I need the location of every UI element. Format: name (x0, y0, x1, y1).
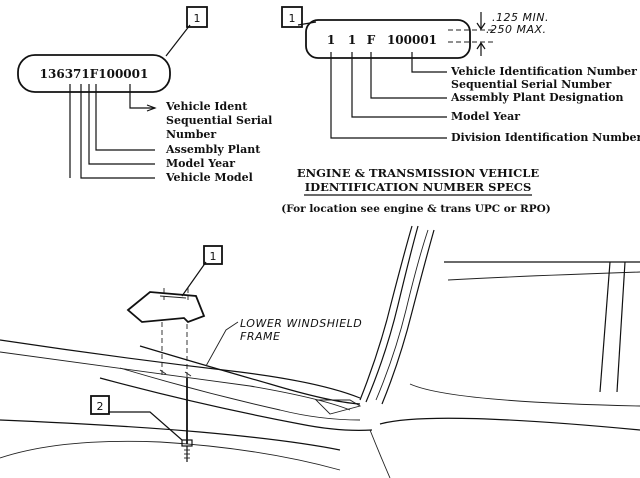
right-plate-outline (305, 19, 471, 59)
left-plate-outline (17, 54, 171, 93)
dimension-min: .125 MIN. (492, 11, 549, 24)
right-label-division: Division Identification Number (451, 131, 640, 144)
part-callout-box (203, 245, 223, 265)
left-label-vehicle-ident: Vehicle Ident (165, 100, 248, 113)
right-callout-number: 1 (289, 12, 296, 25)
left-vin-plate: 1 136371F100001 Vehicle Ident Sequential… (17, 6, 272, 184)
right-code-digit-year: 1 (348, 33, 356, 47)
left-plate-code: 136371F100001 (40, 67, 149, 81)
frame-label-line-2: FRAME (240, 330, 280, 343)
right-label-model-year: Model Year (451, 110, 520, 123)
part-callout-number: 1 (210, 250, 217, 263)
right-label-assembly: Assembly Plant Designation (450, 91, 623, 104)
fastener-callout-number: 2 (97, 400, 104, 413)
dimension-max: .250 MAX. (486, 23, 547, 36)
heading-note: (For location see engine & trans UPC or … (281, 203, 550, 215)
left-label-sequential-serial: Sequential Serial (166, 114, 272, 127)
fastener-part (181, 378, 193, 462)
left-callout-number: 1 (194, 12, 201, 25)
lower-windshield-view: 1 LOWER WINDSHIELD FRAME 2 (0, 225, 640, 478)
vin-tag-part (126, 291, 206, 324)
left-label-model-year: Model Year (166, 157, 235, 170)
heading-line-1: ENGINE & TRANSMISSION VEHICLE (297, 166, 540, 180)
left-label-vehicle-model: Vehicle Model (165, 171, 253, 184)
left-label-assembly-plant: Assembly Plant (165, 143, 261, 156)
right-code-digit-division: 1 (327, 33, 335, 47)
left-callout-box (186, 6, 208, 28)
right-code-plant: F (367, 33, 376, 47)
right-label-vin: Vehicle Identification Number (450, 65, 637, 78)
right-callout-box (281, 6, 303, 28)
fastener-callout-box (90, 395, 110, 415)
frame-label-line-1: LOWER WINDSHIELD (240, 317, 362, 330)
heading-line-2: IDENTIFICATION NUMBER SPECS (305, 180, 532, 194)
right-label-sequential: Sequential Serial Number (451, 78, 611, 91)
left-label-number: Number (166, 128, 216, 141)
right-code-serial: 100001 (387, 33, 437, 47)
heading: ENGINE & TRANSMISSION VEHICLE IDENTIFICA… (281, 166, 550, 215)
right-vin-plate: 1 1 1 F 100001 .125 MIN. .250 MAX. Vehic… (281, 6, 640, 144)
dimension-marks (448, 12, 496, 56)
